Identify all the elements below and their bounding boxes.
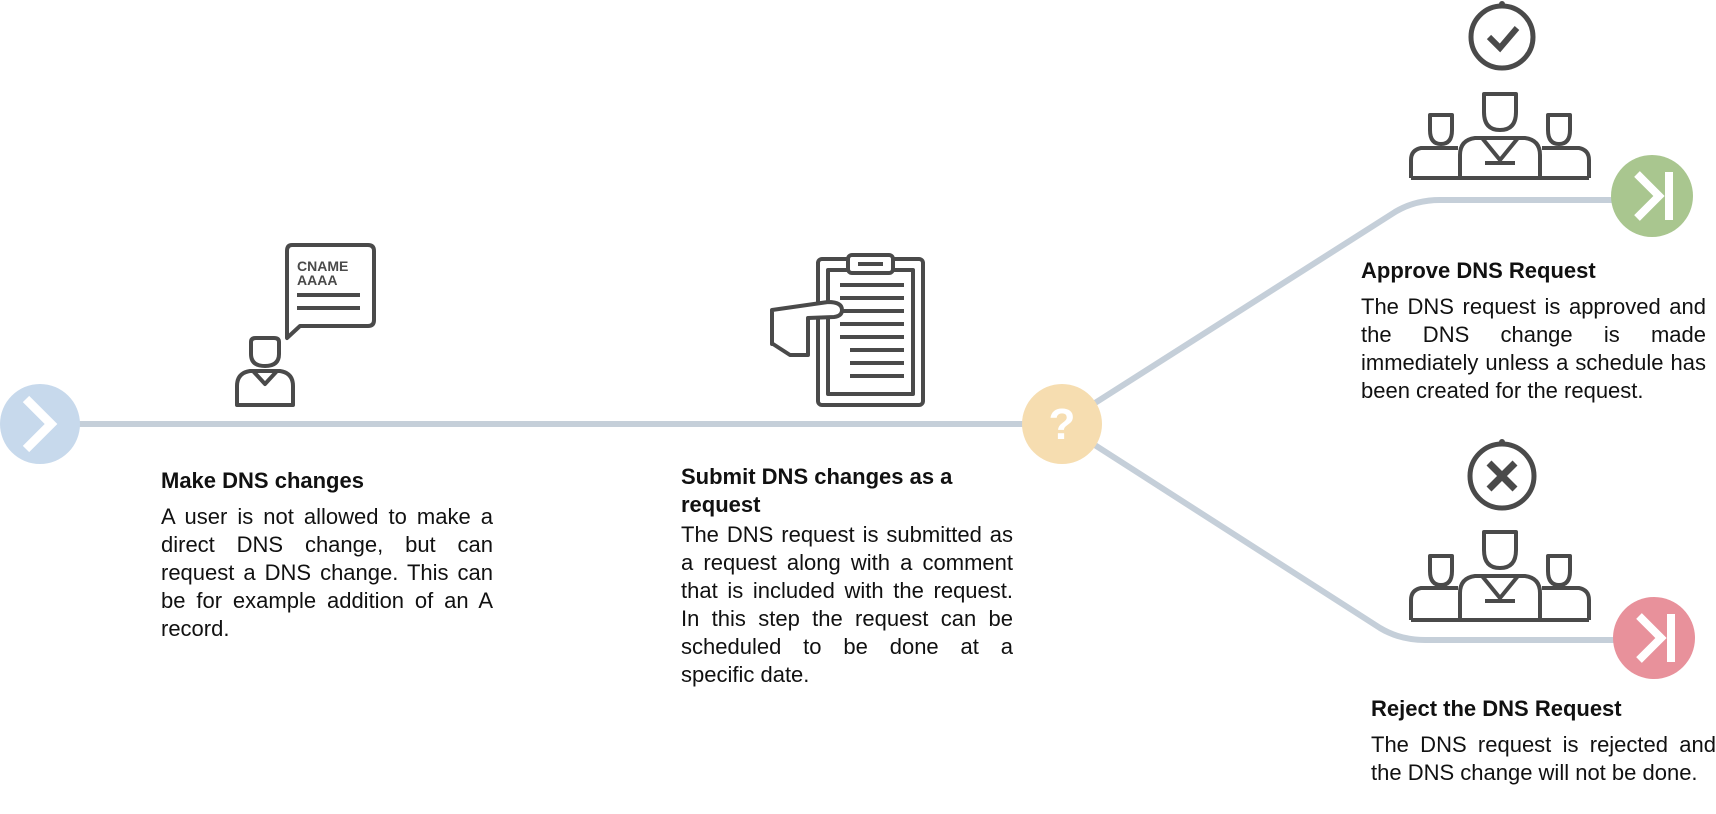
outcome-reject: Reject the DNS Request The DNS request i… (1371, 695, 1716, 787)
x-circle-icon (1467, 441, 1537, 511)
hand-clipboard-icon (770, 253, 925, 407)
outcome-approve: Approve DNS Request The DNS request is a… (1361, 257, 1706, 405)
outcome-description: The DNS request is rejected and the DNS … (1371, 732, 1716, 785)
connector-lines (37, 197, 1655, 643)
step-description: A user is not allowed to make a direct D… (161, 504, 493, 641)
bubble-text-aaaa: AAAA (297, 272, 337, 288)
step-title: Submit DNS changes as a request (681, 464, 953, 517)
start-node (0, 384, 80, 464)
approve-branch-line (1059, 197, 1655, 427)
question-mark-icon: ? (1049, 400, 1076, 449)
user-speech-bubble-icon (235, 243, 376, 407)
chevron-right-icon (22, 395, 58, 453)
step-submit-request: Submit DNS changes as a request The DNS … (681, 463, 1013, 689)
end-arrow-icon (1636, 613, 1675, 663)
end-arrow-icon (1634, 171, 1673, 221)
reject-branch-line (1059, 421, 1655, 643)
bubble-text-cname: CNAME (297, 258, 348, 274)
approve-end-node (1611, 155, 1693, 237)
user-group-icon (1409, 530, 1591, 622)
reject-end-node (1613, 597, 1695, 679)
outcome-description: The DNS request is approved and the DNS … (1361, 294, 1706, 403)
outcome-title: Approve DNS Request (1361, 258, 1596, 283)
user-group-icon (1409, 92, 1591, 180)
step-make-dns-changes: Make DNS changes A user is not allowed t… (161, 467, 493, 643)
step-title: Make DNS changes (161, 468, 364, 493)
decision-node: ? (1022, 384, 1102, 464)
step-description: The DNS request is submitted as a reques… (681, 522, 1013, 687)
checkmark-circle-icon (1468, 3, 1536, 71)
outcome-title: Reject the DNS Request (1371, 696, 1622, 721)
